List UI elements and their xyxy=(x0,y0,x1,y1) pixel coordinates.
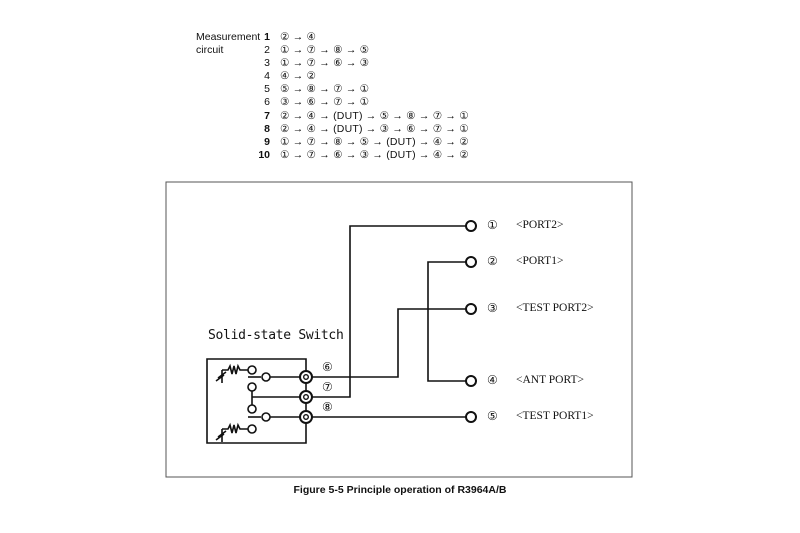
sequence-row: 1 ② → ④ xyxy=(255,31,469,44)
row-path: ① → ⑦ → ⑥ → ③ xyxy=(280,57,370,70)
resistor-ground-icon xyxy=(215,422,248,442)
sequence-row: 4 ④ → ② xyxy=(255,70,469,83)
port-number-4: ④ xyxy=(487,373,498,387)
row-number: 4 xyxy=(264,70,270,83)
sequence-row: 9 ① → ⑦ → ⑧ → ⑤ → (DUT) → ④ → ② xyxy=(255,136,469,149)
row-path: ③ → ⑥ → ⑦ → ① xyxy=(280,96,370,109)
figure-caption: Figure 5-5 Principle operation of R3964A… xyxy=(293,484,507,496)
row-number: 6 xyxy=(264,96,270,109)
sequence-row: 7 ② → ④ → (DUT) → ⑤ → ⑧ → ⑦ → ① xyxy=(255,110,469,123)
port-label-1: <PORT2> xyxy=(516,219,564,231)
port-terminal-2 xyxy=(465,256,477,268)
resistor-ground-icon xyxy=(215,363,248,383)
port-number-3: ③ xyxy=(487,301,498,315)
row-path: ⑤ → ⑧ → ⑦ → ① xyxy=(280,83,370,96)
port-number-2: ② xyxy=(487,254,498,268)
port-label-4: <ANT PORT> xyxy=(516,374,584,386)
wire-2-to-4 xyxy=(427,261,466,382)
switch-contact xyxy=(261,412,271,422)
switch-contact xyxy=(247,424,257,434)
diagram-frame xyxy=(165,181,633,478)
switch-box xyxy=(206,358,307,444)
row-path: ① → ⑦ → ⑧ → ⑤ → (DUT) → ④ → ② xyxy=(280,135,469,148)
port-terminal-4 xyxy=(465,375,477,387)
row-number: 5 xyxy=(264,83,270,96)
port-number-1: ① xyxy=(487,218,498,232)
sequence-row: 10 ① → ⑦ → ⑥ → ③ → (DUT) → ④ → ② xyxy=(255,149,469,162)
row-number: 8 xyxy=(264,122,270,135)
row-number: 3 xyxy=(264,57,270,70)
row-path: ① → ⑦ → ⑥ → ③ → (DUT) → ④ → ② xyxy=(280,148,469,161)
sequence-row: 3 ① → ⑦ → ⑥ → ③ xyxy=(255,57,469,70)
port-number-5: ⑤ xyxy=(487,409,498,423)
row-path: ① → ⑦ → ⑧ → ⑤ xyxy=(280,44,370,57)
port-terminal-1 xyxy=(465,220,477,232)
node-label-7: ⑦ xyxy=(322,380,333,394)
circuit-label: circuit xyxy=(196,44,224,56)
sequence-row: 6 ③ → ⑥ → ⑦ → ① xyxy=(255,96,469,109)
port-label-3: <TEST PORT2> xyxy=(516,302,594,314)
switch-title: Solid-state Switch xyxy=(208,328,344,343)
row-path: ④ → ② xyxy=(280,70,317,83)
coax-connector-6 xyxy=(299,370,313,384)
switch-contact xyxy=(247,404,257,414)
switch-contact xyxy=(247,365,257,375)
switch-contact xyxy=(261,372,271,382)
coax-connector-8 xyxy=(299,410,313,424)
measurement-sequence-table: 1 ② → ④ 2 ① → ⑦ → ⑧ → ⑤ 3 ① → ⑦ → ⑥ → ③ 4 ④ … xyxy=(255,31,469,162)
sequence-row: 5 ⑤ → ⑧ → ⑦ → ① xyxy=(255,83,469,96)
port-terminal-5 xyxy=(465,411,477,423)
row-number: 9 xyxy=(264,135,270,148)
row-number: 1 xyxy=(264,31,270,43)
port-label-2: <PORT1> xyxy=(516,255,564,267)
sequence-row: 2 ① → ⑦ → ⑧ → ⑤ xyxy=(255,44,469,57)
wire-6-to-3 xyxy=(312,308,466,378)
coax-connector-7 xyxy=(299,390,313,404)
row-path: ② → ④ xyxy=(280,31,317,43)
row-number: 2 xyxy=(264,44,270,57)
switch-contact xyxy=(247,382,257,392)
row-number: 7 xyxy=(264,109,270,122)
node-label-8: ⑧ xyxy=(322,400,333,414)
port-label-5: <TEST PORT1> xyxy=(516,410,594,422)
row-path: ② → ④ → (DUT) → ⑤ → ⑧ → ⑦ → ① xyxy=(280,109,469,122)
measurement-label: Measurement xyxy=(196,31,261,43)
port-terminal-3 xyxy=(465,303,477,315)
row-number: 10 xyxy=(258,148,270,161)
node-label-6: ⑥ xyxy=(322,360,333,374)
wire-7-to-1 xyxy=(312,225,466,398)
row-path: ② → ④ → (DUT) → ③ → ⑥ → ⑦ → ① xyxy=(280,122,469,135)
sequence-row: 8 ② → ④ → (DUT) → ③ → ⑥ → ⑦ → ① xyxy=(255,123,469,136)
